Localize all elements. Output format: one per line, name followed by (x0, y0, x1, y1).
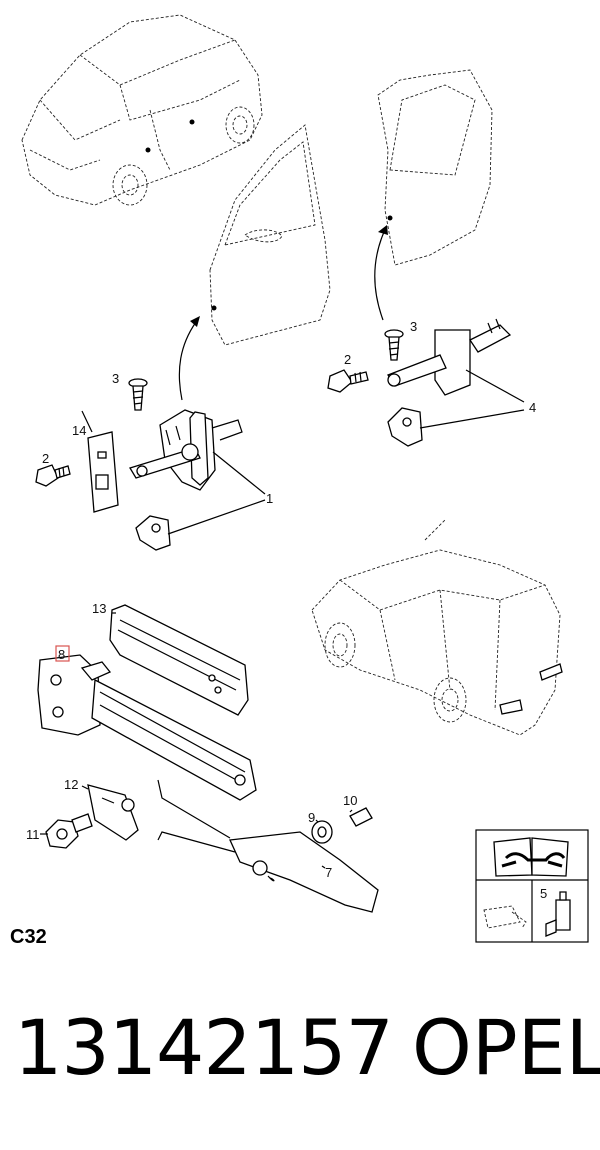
pointer-arrows (178, 225, 388, 401)
manual-book-icon (493, 837, 569, 877)
screw-rear (384, 329, 404, 361)
grease-tube-icon (545, 891, 571, 937)
callout-5: 5 (540, 886, 547, 901)
callout-8: 8 (58, 647, 65, 662)
callout-2-rear: 2 (344, 352, 351, 367)
section-code: C32 (10, 926, 47, 948)
callout-12: 12 (64, 777, 78, 792)
hatch-bracket (109, 604, 249, 716)
bolt-rear (327, 369, 369, 393)
bolt-front (35, 464, 71, 487)
callout-9: 9 (308, 810, 315, 825)
brand-name: OPEL (412, 1003, 600, 1092)
hatch-hinge-assembly (37, 654, 257, 801)
callout-10: 10 (343, 793, 357, 808)
part-number: 13142157 (14, 1003, 394, 1092)
van-car-illustration (311, 519, 563, 736)
callout-1: 1 (266, 491, 273, 506)
rear-door-check-strap (387, 318, 512, 396)
rear-door-bracket (387, 407, 423, 447)
hinge-bolt (45, 813, 93, 849)
callout-3-rear: 3 (410, 319, 417, 334)
hinge-plate (87, 784, 139, 841)
service-info-box: 5 (475, 829, 589, 943)
callout-7: 7 (325, 865, 332, 880)
screw-front (128, 378, 148, 411)
front-door-check-strap (129, 409, 243, 491)
bushing (311, 820, 333, 844)
callout-11: 11 (26, 827, 40, 842)
front-door-illustration (209, 124, 331, 346)
leader-lines (40, 369, 525, 869)
front-door-bracket (135, 515, 171, 551)
callout-3-front: 3 (112, 371, 119, 386)
pin (349, 807, 373, 827)
highlight-box-8 (55, 645, 70, 662)
callout-4: 4 (529, 400, 536, 415)
hatchback-car-illustration (21, 14, 263, 206)
door-striker-plate (87, 431, 119, 513)
callout-2-front: 2 (42, 451, 49, 466)
callout-labels: 1 2 2 3 3 4 14 13 8 12 11 9 10 7 (26, 319, 536, 880)
release-handle (157, 779, 379, 913)
callout-14: 14 (72, 423, 86, 438)
rear-door-illustration (377, 69, 493, 266)
callout-13: 13 (92, 601, 106, 616)
oil-can-icon (483, 905, 527, 929)
